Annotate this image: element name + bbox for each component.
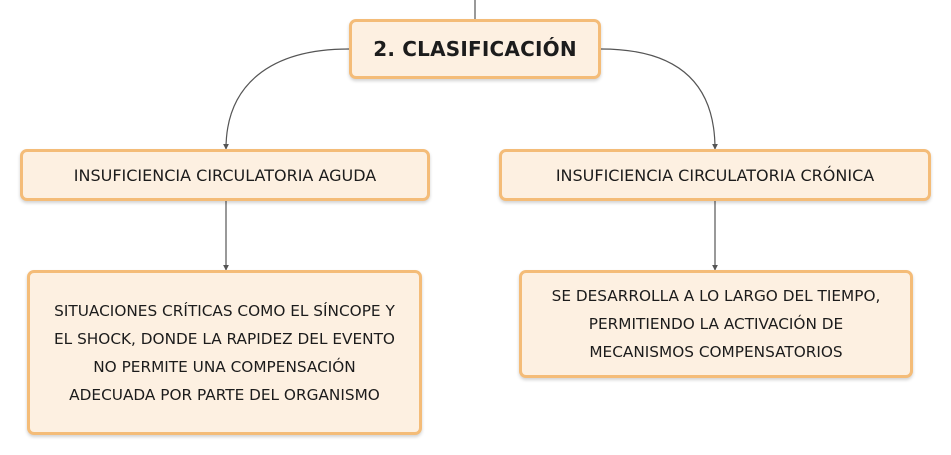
root-label: 2. CLASIFICACIÓN [373,37,577,61]
detail-node-acute[interactable]: SITUACIONES CRÍTICAS COMO EL SÍNCOPE Y E… [27,270,422,435]
detail-line: EL SHOCK, DONDE LA RAPIDEZ DEL EVENTO [54,329,395,348]
root-node[interactable]: 2. CLASIFICACIÓN [349,19,601,79]
detail-line: MECANISMOS COMPENSATORIOS [589,343,843,361]
detail-line: SE DESARROLLA A LO LARGO DEL TIEMPO, [551,287,881,305]
branch-label-acute: INSUFICIENCIA CIRCULATORIA AGUDA [73,165,377,185]
detail-line: ADECUADA POR PARTE DEL ORGANISMO [69,385,380,404]
detail-node-chronic[interactable]: SE DESARROLLA A LO LARGO DEL TIEMPO, PER… [519,270,913,378]
branch-node-chronic[interactable]: INSUFICIENCIA CIRCULATORIA CRÓNICA [499,149,931,201]
detail-text-acute: SITUACIONES CRÍTICAS COMO EL SÍNCOPE Y E… [54,297,395,409]
detail-text-chronic: SE DESARROLLA A LO LARGO DEL TIEMPO, PER… [552,282,881,366]
detail-line: SITUACIONES CRÍTICAS COMO EL SÍNCOPE Y [54,301,395,320]
detail-line: PERMITIENDO LA ACTIVACIÓN DE [588,315,844,333]
root-to-right-connector [600,48,718,150]
root-to-left-connector [223,48,350,150]
detail-line: NO PERMITE UNA COMPENSACIÓN [93,357,356,376]
branch-node-acute[interactable]: INSUFICIENCIA CIRCULATORIA AGUDA [20,149,430,201]
branch-label-chronic: INSUFICIENCIA CIRCULATORIA CRÓNICA [555,165,875,185]
